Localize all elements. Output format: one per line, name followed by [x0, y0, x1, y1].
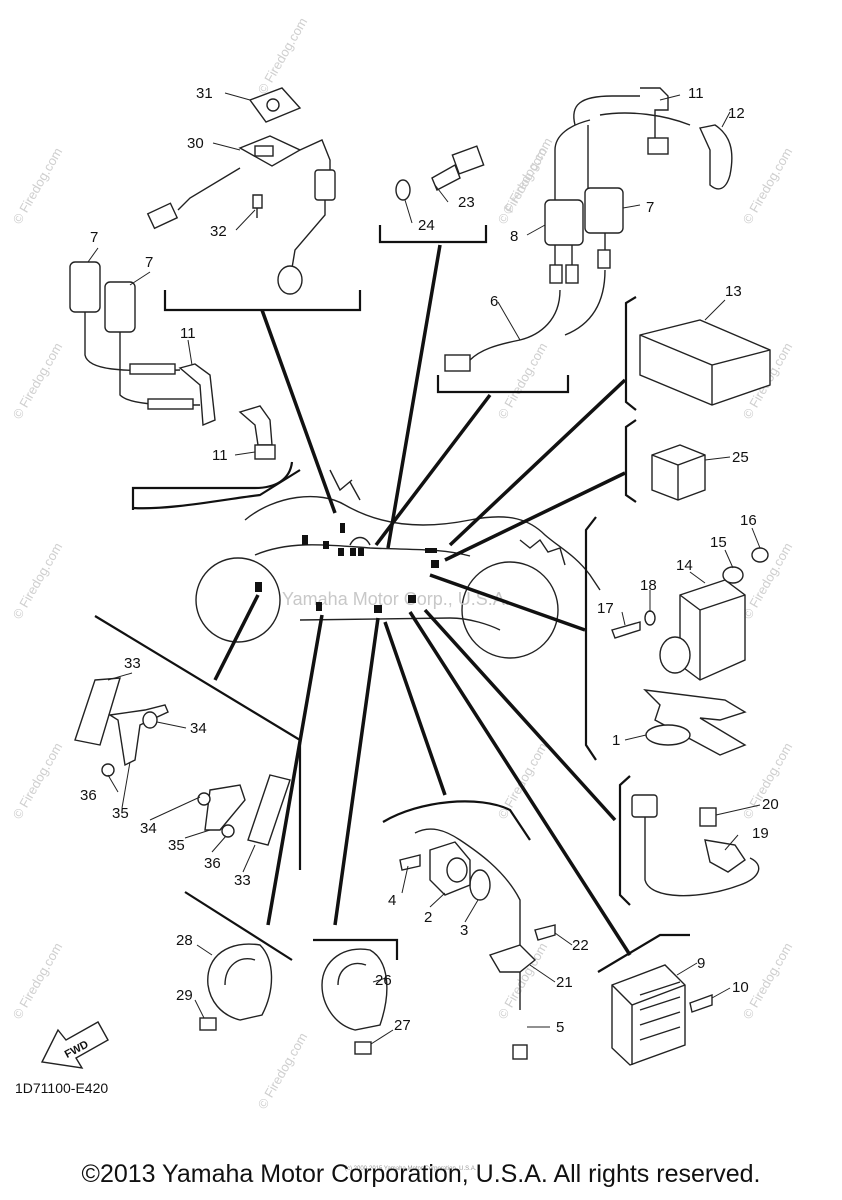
callout-7-left-b: 7 [145, 254, 153, 271]
callout-12: 12 [728, 105, 745, 122]
callout-8: 8 [510, 228, 518, 245]
fwd-arrow-icon: FWD [40, 1021, 109, 1069]
watermark: © Firedog.com [10, 145, 66, 227]
callout-3: 3 [460, 922, 468, 939]
callout-7-right: 7 [646, 199, 654, 216]
callout-34-b: 34 [140, 820, 157, 837]
copyright-notice: ©2013 Yamaha Motor Corporation, U.S.A. A… [81, 1160, 761, 1188]
callout-labels: 31 30 32 23 24 11 12 7 8 6 7 7 11 11 13 … [80, 85, 779, 1036]
callout-6: 6 [490, 293, 498, 310]
callout-23: 23 [458, 194, 475, 211]
leader-lines [132, 244, 632, 956]
watermark: © Firedog.com [10, 740, 66, 822]
starter-relay-group [611, 547, 769, 756]
footer-small-notice: (c) 2000-2015 Yamaha Motor Corporation, … [345, 1166, 477, 1172]
callout-36-b: 36 [204, 855, 221, 872]
callout-15: 15 [710, 534, 727, 551]
callout-30: 30 [187, 135, 204, 152]
callout-36-a: 36 [80, 787, 97, 804]
connection-markers [255, 523, 439, 613]
watermark: © Firedog.com [495, 340, 551, 422]
group-brackets [94, 225, 690, 973]
callout-33-b: 33 [234, 872, 251, 889]
callout-35-a: 35 [112, 805, 129, 822]
watermark: © Firedog.com [495, 740, 551, 822]
callout-leaders [87, 92, 761, 1045]
callout-34-a: 34 [190, 720, 207, 737]
callout-17: 17 [597, 600, 614, 617]
callout-11-left-b: 11 [212, 447, 228, 464]
callout-22: 22 [572, 937, 589, 954]
part-code: 1D71100-E420 [15, 1080, 108, 1096]
fuel-sender-group [146, 87, 336, 295]
callout-33-a: 33 [124, 655, 141, 672]
callout-32: 32 [210, 223, 227, 240]
callout-5: 5 [556, 1019, 564, 1036]
callout-9: 9 [697, 955, 705, 972]
callout-13: 13 [725, 283, 742, 300]
callout-16: 16 [740, 512, 757, 529]
callout-14: 14 [676, 557, 693, 574]
callout-1: 1 [612, 732, 620, 749]
ecu-group [639, 319, 771, 501]
callout-24: 24 [418, 217, 435, 234]
watermark: © Firedog.com [255, 1030, 311, 1112]
callout-27: 27 [394, 1017, 411, 1034]
watermark: © Firedog.com [10, 540, 66, 622]
callout-35-b: 35 [168, 837, 185, 854]
motorcycle-outline [195, 469, 601, 659]
callout-18: 18 [640, 577, 657, 594]
callout-20: 20 [762, 796, 779, 813]
watermark: © Firedog.com [10, 940, 66, 1022]
callout-11-left-a: 11 [180, 325, 196, 342]
ignition-coil-group-left [69, 261, 276, 460]
callout-10: 10 [732, 979, 749, 996]
callout-11-top: 11 [688, 85, 704, 102]
callout-19: 19 [752, 825, 769, 842]
callout-31: 31 [196, 85, 213, 102]
temp-sensor-group [395, 145, 485, 201]
callout-7-left-a: 7 [90, 229, 98, 246]
center-watermark: Yamaha Motor Corp., U.S.A. [282, 589, 510, 609]
callout-26: 26 [375, 972, 392, 989]
speed-sensor-group [631, 794, 760, 897]
watermark: © Firedog.com [740, 145, 796, 227]
callout-2: 2 [424, 909, 432, 926]
watermark: © Firedog.com [10, 340, 66, 422]
watermark: © Firedog.com [255, 15, 311, 97]
callout-28: 28 [176, 932, 193, 949]
callout-29: 29 [176, 987, 193, 1004]
callout-4: 4 [388, 892, 396, 909]
rectifier-group [611, 964, 713, 1066]
neutral-switch-group [399, 828, 521, 1010]
sensor-lead-group [488, 924, 556, 1060]
horn-group [199, 943, 388, 1055]
ignition-coil-group-right [444, 87, 733, 372]
callout-21: 21 [556, 974, 573, 991]
reflector-group [74, 677, 291, 846]
callout-25: 25 [732, 449, 749, 466]
